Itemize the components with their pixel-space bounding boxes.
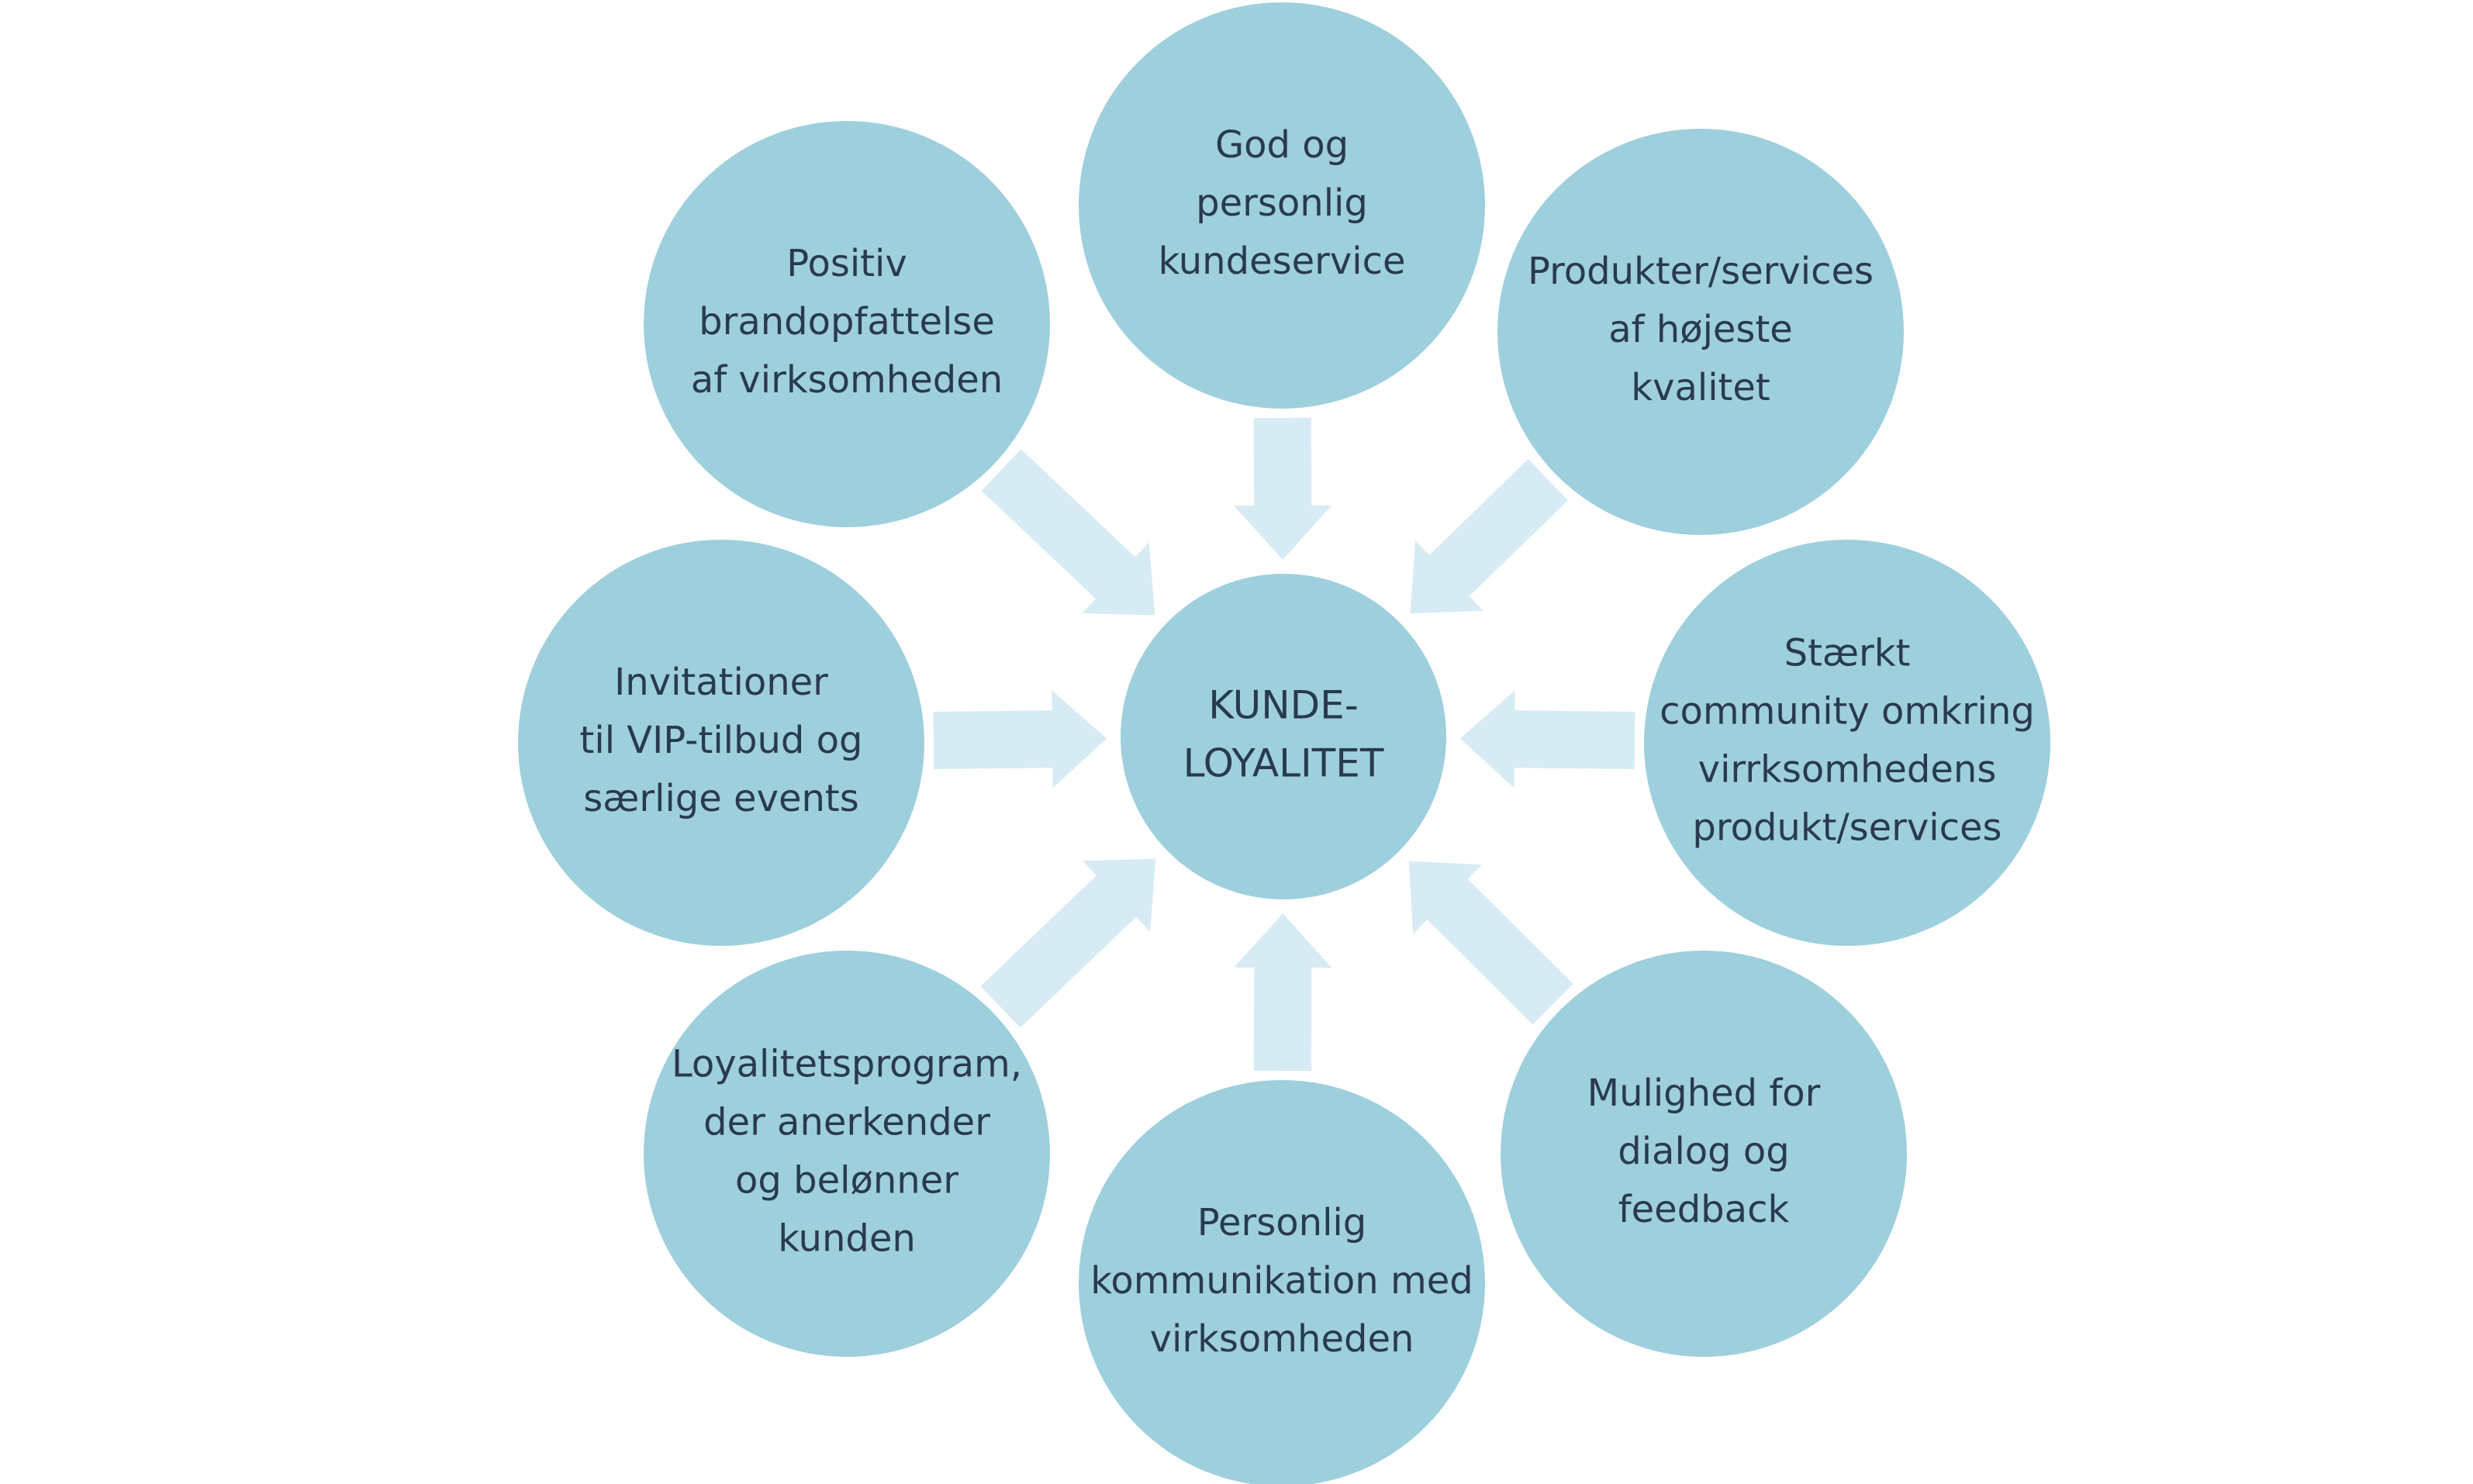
node-circle-bottom-right [1501,951,1907,1357]
arrow-bottom-left [980,858,1156,1028]
arrows-layer [933,417,1635,1072]
center-label: KUNDE- LOYALITET [1183,682,1384,785]
node-circle-left [518,540,924,946]
node-label-top-right-line: af højeste [1608,308,1793,351]
node-label-right: Stærkt community omkring virrksomhedens pro… [1660,632,2035,850]
arrow-bottom-right [1408,861,1573,1025]
center-label-line: KUNDE- [1208,682,1359,727]
node-label-left: Invitationer til VIP-tilbud og særlige eve… [580,661,863,820]
node-label-bottom-left-line: kunden [778,1217,916,1261]
node-label-top-left-line: af virksomheden [691,358,1003,402]
node-label-bottom-right-line: feedback [1618,1188,1790,1231]
node-circle-right [1644,540,2050,946]
circles-layer [518,2,2050,1484]
node-label-bottom-line: Personlig [1197,1201,1366,1244]
node-label-top-left: Positiv brandopfattelse af virksomheden [691,242,1003,402]
arrow-top [1234,417,1332,560]
node-label-right-line: produkt/services [1692,806,2002,850]
node-circle-top-left [644,121,1050,527]
arrow-bottom [1234,913,1332,1072]
node-label-bottom-right-line: Mulighed for [1587,1072,1821,1115]
arrow-left [933,690,1107,789]
node-label-right-line: virrksomhedens [1698,748,1997,792]
arrow-right [1460,690,1635,789]
node-label-top-right: Produkter/services af højeste kvalitet [1528,250,1874,409]
arrow-top-left [981,449,1155,616]
node-label-bottom-left-line: og belønner [735,1159,958,1203]
node-label-top: God og personlig kundeservice [1158,123,1405,283]
node-circle-top [1079,2,1485,409]
center-circle [1121,574,1446,899]
node-label-top-line: kundeservice [1158,240,1405,283]
node-label-top-left-line: brandopfattelse [699,300,995,343]
node-label-bottom-right-line: dialog og [1618,1130,1789,1173]
node-label-left-line: til VIP-tilbud og [580,719,863,762]
node-label-top-left-line: Positiv [786,242,907,285]
labels-layer: KUNDE- LOYALITET God og personlig kundeservi… [580,123,2035,1361]
node-label-bottom-line: virksomheden [1150,1317,1414,1361]
node-label-bottom-line: kommunikation med [1090,1259,1473,1303]
node-circle-top-right [1497,129,1904,535]
node-label-bottom: Personlig kommunikation med virksomheden [1090,1201,1473,1361]
node-label-top-line: personlig [1196,181,1368,225]
node-circle-bottom [1079,1080,1485,1484]
node-label-top-right-line: Produkter/services [1528,250,1874,293]
node-label-top-right-line: kvalitet [1631,366,1770,409]
node-label-left-line: Invitationer [614,661,828,704]
node-circle-bottom-left [644,951,1050,1357]
node-label-bottom-left-line: Loyalitetsprogram, [672,1043,1022,1086]
node-label-bottom-left-line: der anerkender [703,1101,990,1144]
node-label-right-line: community omkring [1660,690,2035,733]
node-label-left-line: særlige events [583,777,859,820]
arrow-top-right [1410,459,1569,614]
node-label-top-line: God og [1215,123,1349,167]
center-label-line: LOYALITET [1183,740,1384,785]
node-label-bottom-right: Mulighed for dialog og feedback [1587,1072,1821,1231]
node-label-right-line: Stærkt [1784,632,1911,675]
node-label-bottom-left: Loyalitetsprogram, der anerkender og beløn… [672,1043,1022,1261]
